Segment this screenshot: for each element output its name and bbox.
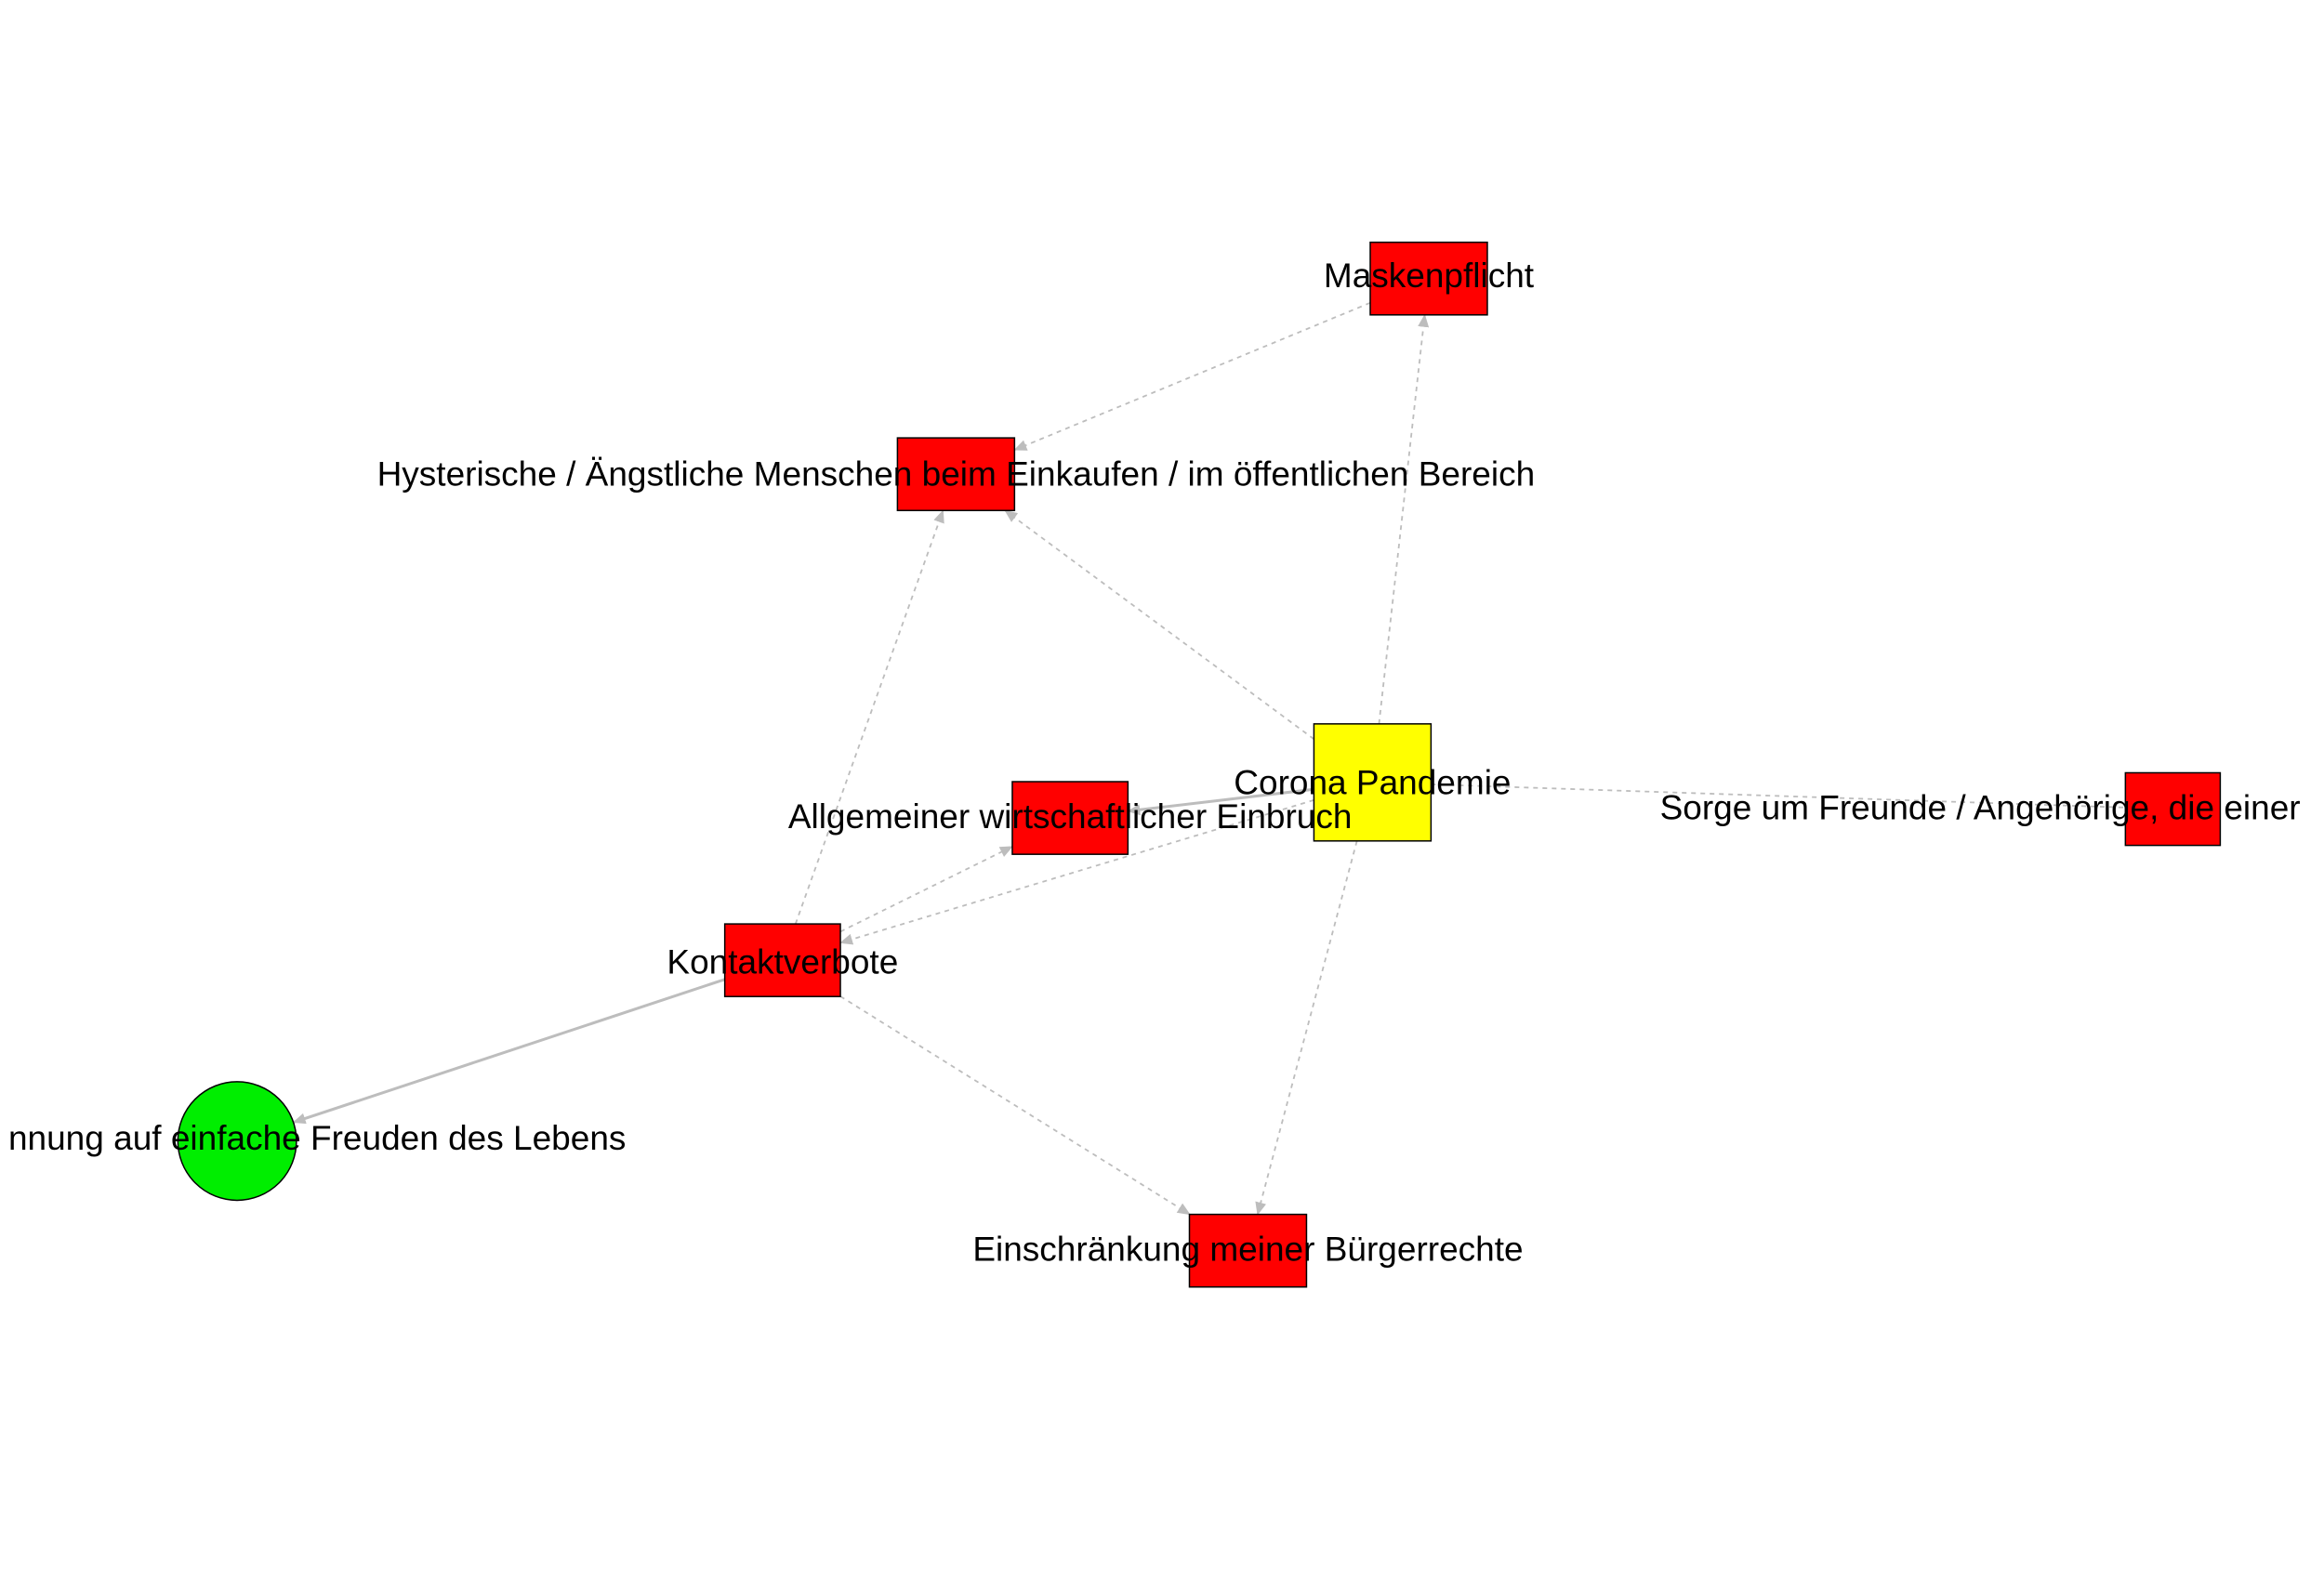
edge-kontakt-to-besinnung (292, 978, 726, 1125)
edge-corona-to-buerger (1255, 840, 1358, 1216)
node-masken (1369, 241, 1488, 316)
node-besinnung (177, 1081, 297, 1202)
edge-masken-to-hysterische (1013, 301, 1371, 451)
node-label-kontakt: Kontaktverbote (667, 942, 898, 981)
node-label-hysterische: Hysterische / Ängstliche Menschen beim E… (377, 455, 1536, 494)
edge-corona-to-kontakt (839, 798, 1314, 945)
node-label-corona: Corona Pandemie (1234, 763, 1511, 801)
edge-corona-to-sorge (1431, 783, 2126, 809)
node-label-masken: Maskenpflicht (1324, 257, 1535, 295)
node-kontakt (723, 923, 841, 997)
edge-kontakt-to-buerger (839, 995, 1191, 1216)
edge-kontakt-to-wirtschaft (839, 846, 1013, 933)
node-label-buerger: Einschränkung meiner Bürgerrechte (972, 1231, 1523, 1269)
node-label-besinnung: nnung auf einfache Freuden des Lebens (8, 1119, 626, 1157)
nodes (177, 241, 2222, 1288)
edge-corona-to-hysterische (1004, 509, 1314, 740)
node-label-sorge: Sorge um Freunde / Angehörige, die einer (1660, 788, 2301, 826)
node-hysterische (896, 437, 1016, 512)
edges (292, 301, 2126, 1216)
node-sorge (2124, 771, 2222, 847)
edge-corona-to-wirtschaft (1127, 787, 1314, 816)
node-label-wirtschaft: Allgemeiner wirtschaftlicher Einbruch (788, 797, 1353, 836)
node-buerger (1188, 1213, 1308, 1288)
edge-corona-to-masken (1378, 313, 1430, 724)
edge-kontakt-to-hysterische (794, 509, 944, 925)
node-wirtschaft (1011, 781, 1129, 855)
node-corona (1313, 723, 1433, 842)
node-labels: Corona Pandemie MaskenpflichtHysterische … (8, 257, 2301, 1269)
